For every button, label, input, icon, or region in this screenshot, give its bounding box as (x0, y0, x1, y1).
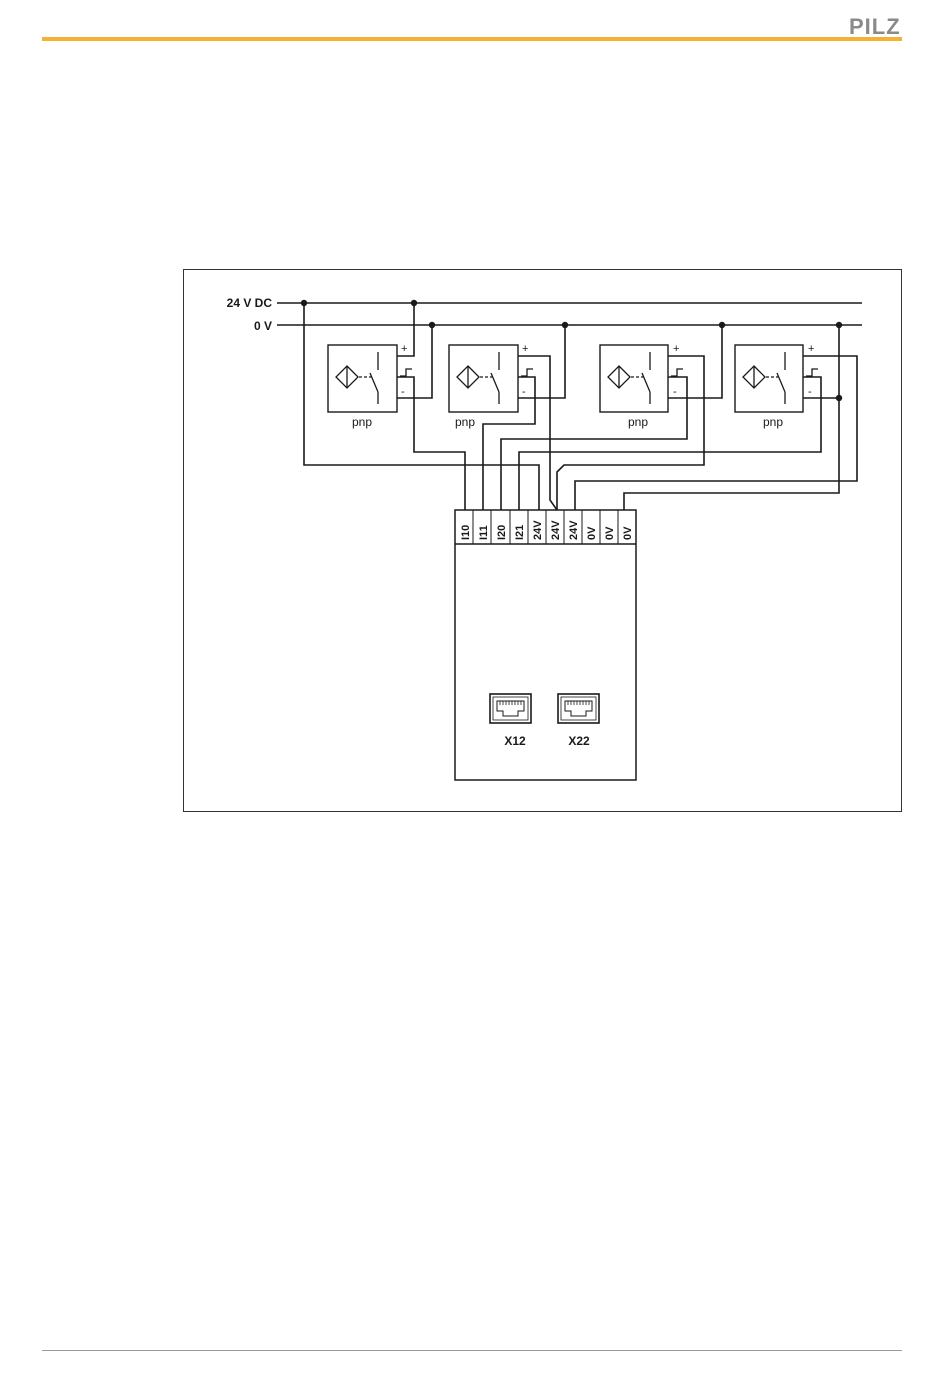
controller-module: I10 I11 I20 I21 24V 24V 24V 0V 0V 0V X12 (455, 510, 636, 780)
sensor-4-minus-sign: - (808, 386, 812, 398)
junction-dot (429, 322, 435, 328)
supply-rail-label: 24 V DC (227, 296, 273, 310)
junction-dot (836, 322, 842, 328)
terminal-label: 24V (568, 520, 580, 540)
terminal-label: 0V (604, 526, 616, 540)
junction-dot (836, 395, 842, 401)
port-x22-label: X22 (568, 734, 590, 748)
sensor-2-plus-sign: + (522, 343, 528, 355)
terminal-label: I11 (478, 525, 490, 540)
port-x12-label: X12 (504, 734, 526, 748)
sensor-3-minus-sign: - (673, 386, 677, 398)
terminal-label: 24V (532, 520, 544, 540)
junction-dot (411, 300, 417, 306)
sensor-4-type-label: pnp (763, 415, 783, 429)
ground-rail-label: 0 V (254, 319, 272, 333)
sensor-1-minus-sign: - (401, 386, 405, 398)
terminal-label: I20 (496, 525, 508, 540)
sensor-2-plus-wire (518, 356, 557, 510)
terminal-label: I10 (460, 525, 472, 540)
terminal-label: I21 (514, 525, 526, 540)
sensor-3-plus-sign: + (673, 343, 679, 355)
junction-dot (719, 322, 725, 328)
sensor-2-minus-sign: - (522, 386, 526, 398)
sensor-2-type-label: pnp (455, 415, 475, 429)
junction-dot (562, 322, 568, 328)
sensor-3-type-label: pnp (628, 415, 648, 429)
terminal-label: 24V (550, 520, 562, 540)
sensor-1-type-label: pnp (352, 415, 372, 429)
sensor-4-plus-sign: + (808, 343, 814, 355)
sensor-1-plus-sign: + (401, 343, 407, 355)
terminal-label: 0V (622, 526, 634, 540)
terminal-label: 0V (586, 526, 598, 540)
junction-dot (301, 300, 307, 306)
footer-rule (42, 1350, 902, 1351)
